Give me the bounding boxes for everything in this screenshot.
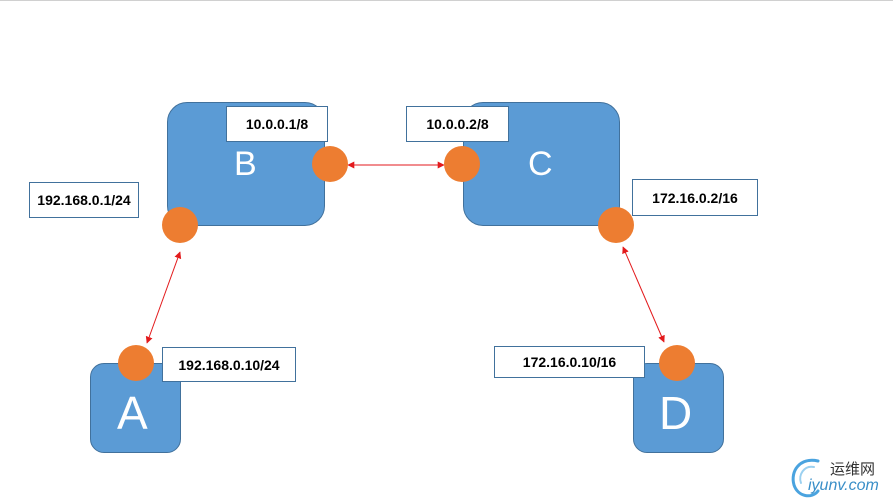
addr-a-eth: 192.168.0.10/24	[162, 347, 296, 382]
node-d-label: D	[659, 387, 693, 439]
interface-c-lan[interactable]	[598, 207, 634, 243]
node-d[interactable]: D	[633, 363, 724, 453]
link-c-d	[622, 246, 665, 343]
watermark-en: iyunv.com	[808, 477, 879, 494]
addr-b-lan: 192.168.0.1/24	[29, 182, 139, 218]
watermark-swirl-icon	[791, 458, 820, 498]
top-rule	[0, 0, 893, 1]
interface-d-eth[interactable]	[659, 345, 695, 381]
addr-d-eth: 172.16.0.10/16	[494, 346, 645, 378]
node-c-label: C	[528, 145, 553, 183]
node-b-label: B	[234, 145, 257, 183]
addr-b-wan: 10.0.0.1/8	[226, 106, 328, 142]
addr-c-wan: 10.0.0.2/8	[406, 106, 509, 142]
node-a-label: A	[117, 387, 148, 439]
interface-a-eth[interactable]	[118, 345, 154, 381]
addr-c-lan: 172.16.0.2/16	[632, 179, 758, 216]
interface-b-wan[interactable]	[312, 146, 348, 182]
watermark: 运维网 iyunv.com	[788, 455, 888, 500]
interface-c-wan[interactable]	[444, 146, 480, 182]
link-a-b	[145, 251, 182, 344]
interface-b-lan[interactable]	[162, 207, 198, 243]
watermark-cn: 运维网	[830, 460, 876, 478]
